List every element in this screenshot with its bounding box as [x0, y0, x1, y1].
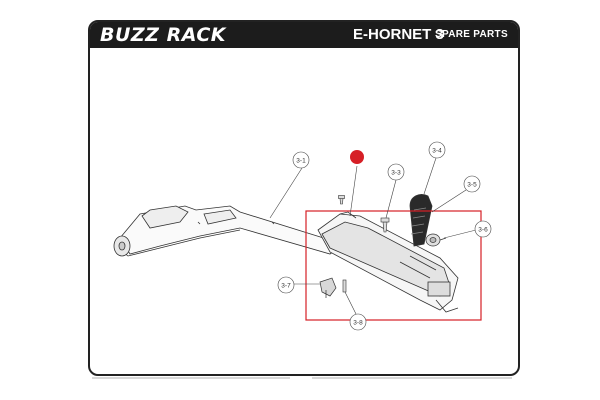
- knob-part-3-6: [425, 233, 447, 247]
- callout-label: 3-5: [467, 181, 477, 188]
- callout-label: 3-8: [353, 319, 363, 326]
- callout-label: 3-3: [391, 169, 401, 176]
- ratchet-strap-part: [409, 194, 433, 247]
- pin-part-3-8: [342, 279, 347, 293]
- callout-3-8: 3-8: [349, 313, 367, 331]
- header-bar: BUZZ RACK E-HORNET 3 SPARE PARTS: [90, 22, 518, 48]
- callout-label: 3-6: [478, 226, 488, 233]
- callout-3-5: 3-5: [463, 175, 481, 193]
- spare-parts-sheet: BUZZ RACK E-HORNET 3 SPARE PARTS: [88, 20, 520, 376]
- clip-part-3-7: [319, 277, 337, 298]
- selected-part-dot: [350, 150, 364, 164]
- main-bar-part: [113, 205, 345, 257]
- callout-3-7: 3-7: [277, 276, 295, 294]
- leader-lines: [269, 157, 477, 315]
- callout-label: 3-7: [281, 282, 291, 289]
- callout-label: 3-1: [296, 157, 306, 164]
- screw-part-3-3: [380, 217, 390, 233]
- highlight-box: [305, 210, 482, 321]
- wheel-tray-part: [317, 211, 459, 313]
- callout-3-4: 3-4: [428, 141, 446, 159]
- callout-3-6: 3-6: [474, 220, 492, 238]
- callout-3-1: 3-1: [292, 151, 310, 169]
- model-name: E-HORNET 3: [353, 26, 444, 43]
- section-title: SPARE PARTS: [435, 29, 508, 40]
- screw-part-top: [338, 195, 345, 205]
- callout-3-3: 3-3: [387, 163, 405, 181]
- brand-logo: BUZZ RACK: [100, 24, 226, 46]
- callout-label: 3-4: [432, 147, 442, 154]
